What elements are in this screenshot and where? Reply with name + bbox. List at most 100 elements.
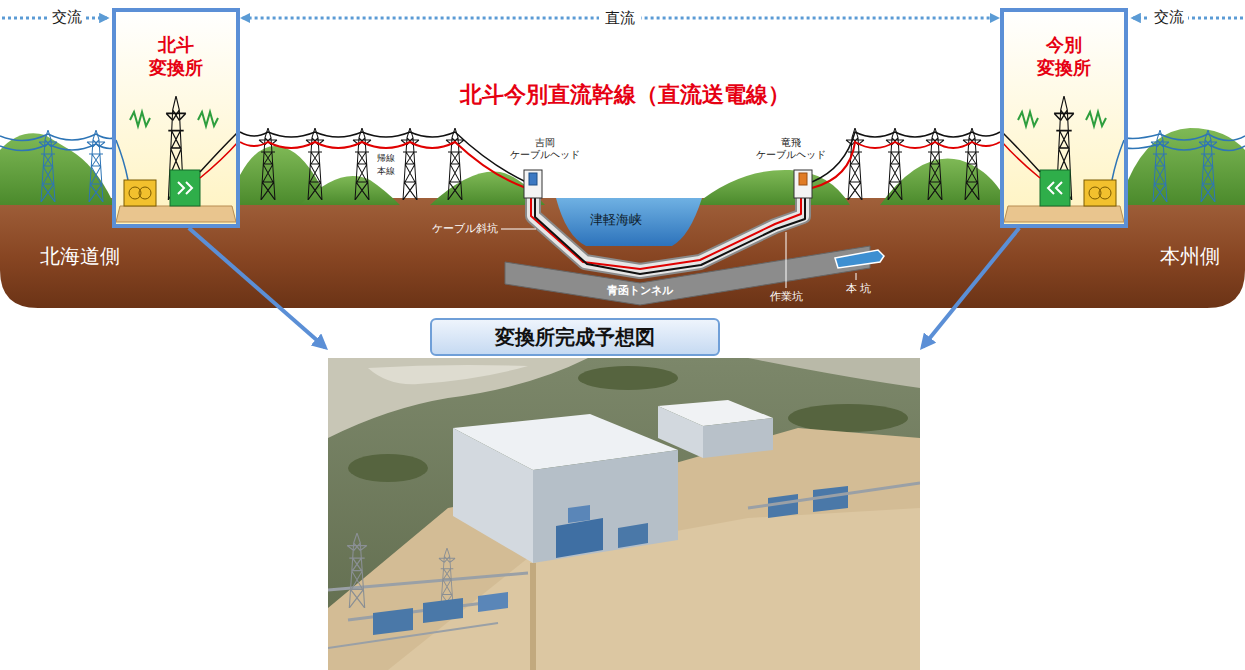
blue-equipment [768,494,798,518]
cable-shaft [533,196,803,271]
edge-label: 直流 [599,9,641,27]
dc-tower [306,128,324,200]
strait-water [556,198,702,246]
side-label: 本州側 [1160,244,1220,268]
label-holder: 作業坑 [770,290,803,303]
forest [788,404,908,432]
label-holder: 本線 [377,166,395,177]
label-holder: 青函トンネル [607,285,673,297]
label-holder: 交流 [1150,8,1188,26]
tunnel-part-label: 本 坑 [846,282,872,295]
label-holder: 津軽海峡 [590,212,642,228]
label-holder: 帰線 [377,153,395,164]
cable-head-label: 吉岡 ケーブルヘッド [506,137,584,161]
converter-symbol [1048,182,1062,194]
label-holder: 北斗今別直流幹線（直流送電線） [460,82,790,108]
station-name: 今別 変換所 [1032,34,1096,79]
strait-label: 津軽海峡 [590,212,642,228]
main-wire [1002,142,1040,178]
converter [1040,170,1070,206]
building-wall [453,428,533,563]
station-ground [1002,10,1126,226]
ac-wave-symbol [1018,112,1038,126]
transformer-symbol [139,187,151,199]
transformer [124,180,156,206]
ac-line [0,144,114,151]
rock-area [368,365,528,384]
station-rendering [328,358,920,670]
cable-head-label: 竜飛 ケーブルヘッド [752,137,830,161]
main-tunnel [505,246,870,305]
leader-line [786,232,787,288]
leader-line [856,273,857,280]
ac-tower [1199,130,1217,202]
cable-head [794,170,812,198]
line-title: 北斗今別直流幹線（直流送電線） [460,82,790,108]
shaft-label: ケーブル斜坑 [432,222,498,235]
building-wall [703,418,773,458]
station-name: 北斗 変換所 [144,34,208,79]
return-wire [200,132,238,172]
current-type-label: 交流 [48,8,86,26]
panel-heading: 変換所完成予想図 [430,318,720,356]
cable-shaft [533,196,803,271]
return-line [812,132,1000,182]
dc-tower [846,128,864,200]
station-pad [116,206,236,222]
blue-equipment [568,505,590,523]
ac-wave-symbol [1086,112,1106,126]
main-line [812,142,1000,188]
cable-head-part [799,173,807,185]
ac-line [1126,144,1245,151]
converter [170,170,200,206]
hill [695,170,850,205]
ac-tower [1151,130,1169,202]
ac-wave-symbol [130,112,150,126]
label-holder: 本州側 [1160,244,1220,268]
cable-head-part [529,173,537,185]
transformer-symbol [1099,187,1111,199]
rock-area [748,358,920,388]
road [530,563,536,670]
blue-equipment [423,598,463,623]
blue-equipment [556,518,603,558]
station-ground [114,10,238,226]
dc-tower [401,128,419,200]
ac-line [0,134,114,141]
ac-line [1126,134,1245,141]
ac-tower [87,130,105,202]
return-cable [535,196,805,274]
label-holder: 北海道側 [40,244,120,268]
label-holder: 竜飛 ケーブルヘッド [752,137,830,161]
converter-station-box: 北斗 変換所 [112,8,240,228]
building-wall [533,450,678,563]
label-holder: 交流 [48,8,86,26]
main-cable [531,196,801,269]
ac-wave-symbol [198,112,218,126]
dc-tower [926,128,944,200]
wire-label: 帰線 [377,153,395,164]
dc-tower [886,128,904,200]
pointer-arrow [923,228,1020,347]
dc-tower [353,128,371,200]
ac-wire [116,140,128,180]
tunnel-part-label: 作業坑 [770,290,803,303]
label-holder: ケーブル斜坑 [432,222,498,235]
main-line [240,142,526,188]
train [835,250,884,268]
pointer-arrow [189,228,325,347]
station-pad [1004,206,1124,222]
label-holder: 吉岡 ケーブルヘッド [506,137,584,161]
return-wire [1002,132,1040,172]
dc-tower [259,128,277,200]
converter-symbol [178,182,192,194]
blue-equipment [373,608,413,635]
converter-station-box: 今別 変換所 [1000,8,1128,228]
side-label: 北海道側 [40,244,120,268]
station-yard [328,428,920,670]
leader-line [501,229,536,230]
ac-tower [39,130,57,202]
rendering-frame: 変換所完成予想図 [328,318,920,670]
forest [348,454,428,482]
